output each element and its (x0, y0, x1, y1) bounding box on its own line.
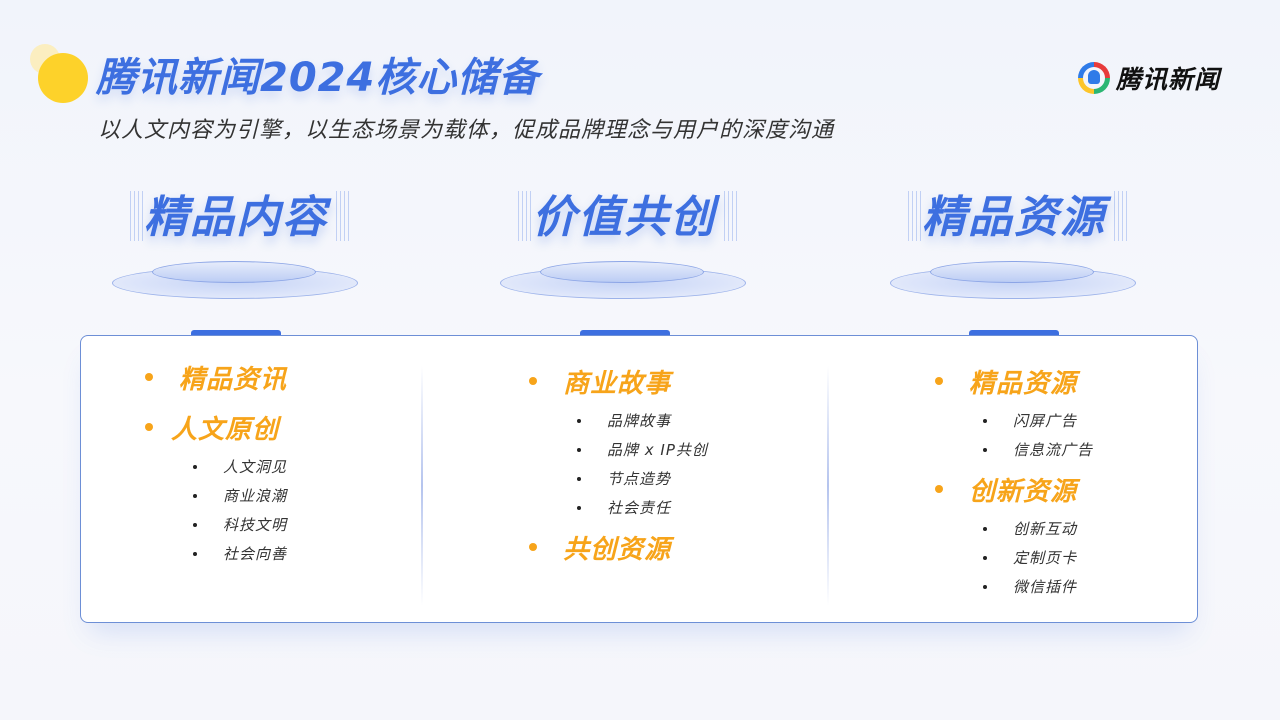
pillar-title: 精品内容 (144, 192, 328, 243)
pillar-title: 价值共创 (532, 192, 716, 243)
bullet-icon (983, 584, 987, 589)
column-divider (421, 366, 423, 606)
pillar-premium-resources: 精品资源 (884, 185, 1144, 345)
heading-item: 精品资讯 (145, 352, 287, 402)
bullet-icon (983, 555, 987, 560)
list-item: 品牌故事 (577, 406, 708, 435)
list-item: 创新互动 (983, 514, 1093, 543)
column-premium-content: 精品资讯 人文原创 人文洞见 商业浪潮 科技文明 社会向善 (145, 352, 287, 568)
bullet-icon (529, 543, 537, 551)
bullet-icon (193, 464, 197, 469)
bullet-icon (529, 377, 537, 385)
bullet-icon (577, 418, 581, 423)
bullet-icon (983, 526, 987, 531)
heading-item: 人文原创 (145, 402, 287, 452)
brand-logo: 腾讯新闻 (1078, 60, 1220, 96)
list-item: 社会向善 (193, 539, 287, 568)
bullet-icon (577, 476, 581, 481)
list-item: 微信插件 (983, 572, 1093, 601)
column-marker (191, 330, 281, 335)
column-marker (580, 330, 670, 335)
column-marker (969, 330, 1059, 335)
bullet-icon (145, 373, 153, 381)
bullet-icon (577, 505, 581, 510)
page-subtitle: 以人文内容为引擎，以生态场景为载体，促成品牌理念与用户的深度沟通 (98, 118, 835, 143)
pillar-premium-content: 精品内容 (106, 185, 366, 345)
bullet-icon (193, 493, 197, 498)
list-item: 品牌 x IP共创 (577, 435, 708, 464)
list-item: 定制页卡 (983, 543, 1093, 572)
column-divider (827, 366, 829, 606)
list-item: 节点造势 (577, 464, 708, 493)
heading-item: 创新资源 (935, 464, 1093, 514)
list-item: 人文洞见 (193, 452, 287, 481)
list-item: 闪屏广告 (983, 406, 1093, 435)
bullet-icon (193, 551, 197, 556)
list-item: 商业浪潮 (193, 481, 287, 510)
list-item: 科技文明 (193, 510, 287, 539)
bullet-icon (193, 522, 197, 527)
bullet-icon (935, 485, 943, 493)
heading-item: 商业故事 (529, 356, 708, 406)
pillar-value-cocreation: 价值共创 (494, 185, 754, 345)
bullet-icon (577, 447, 581, 452)
pillar-title: 精品资源 (922, 192, 1106, 243)
page-title: 腾讯新闻2024核心储备 (96, 55, 540, 101)
decorative-dot-yellow (38, 53, 88, 103)
bullet-icon (983, 447, 987, 452)
bullet-icon (145, 423, 153, 431)
logo-text: 腾讯新闻 (1116, 65, 1221, 94)
tencent-news-logo-icon (1078, 62, 1110, 94)
bullet-icon (983, 418, 987, 423)
list-item: 信息流广告 (983, 435, 1093, 464)
bullet-icon (935, 377, 943, 385)
heading-item: 共创资源 (529, 522, 708, 572)
column-value-cocreation: 商业故事 品牌故事 品牌 x IP共创 节点造势 社会责任 共创资源 (529, 356, 708, 572)
list-item: 社会责任 (577, 493, 708, 522)
content-panel: 精品资讯 人文原创 人文洞见 商业浪潮 科技文明 社会向善 商业故事 品牌故事 … (80, 335, 1198, 623)
heading-item: 精品资源 (935, 356, 1093, 406)
column-premium-resources: 精品资源 闪屏广告 信息流广告 创新资源 创新互动 定制页卡 微信插件 (935, 356, 1093, 601)
